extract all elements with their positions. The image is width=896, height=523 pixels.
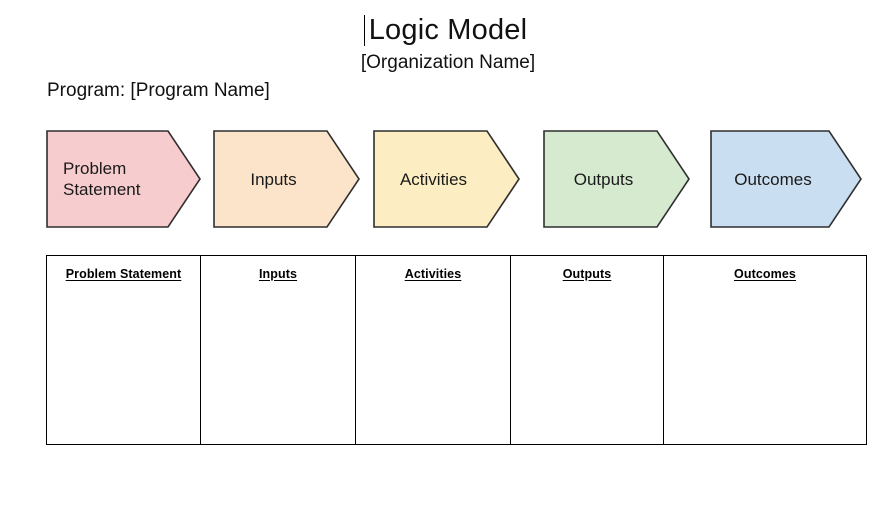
column-header-problem-statement: Problem Statement [46, 255, 201, 288]
chevron-inputs[interactable]: Inputs [213, 130, 360, 228]
table-body [46, 288, 867, 445]
chevron-polygon [213, 130, 360, 228]
chevron-activities[interactable]: Activities [373, 130, 520, 228]
chevron-outputs-shape [543, 130, 690, 228]
chevron-band: Problem Statement Inputs Activities Outp… [0, 130, 896, 228]
organization-name: [Organization Name] [360, 52, 536, 73]
cell-problem-statement[interactable] [46, 288, 201, 445]
chevron-polygon [373, 130, 520, 228]
column-header-outputs: Outputs [510, 255, 664, 288]
page-title: Logic Model [363, 12, 528, 48]
chevron-outcomes-shape [710, 130, 862, 228]
column-header-label: Inputs [258, 267, 298, 281]
column-header-label: Activities [404, 267, 462, 281]
page-title-text: Logic Model [368, 14, 528, 46]
column-header-label: Outcomes [734, 267, 796, 281]
cell-outcomes[interactable] [663, 288, 867, 445]
chevron-activities-shape [373, 130, 520, 228]
column-header-inputs: Inputs [200, 255, 356, 288]
cell-outputs[interactable] [510, 288, 664, 445]
text-caret [363, 15, 365, 46]
program-name-line: Program: [Program Name] [47, 80, 270, 101]
table-header-row: Problem Statement Inputs Activities Outp… [46, 255, 867, 288]
chevron-problem-statement-shape [46, 130, 201, 228]
cell-activities[interactable] [355, 288, 511, 445]
cell-inputs[interactable] [200, 288, 356, 445]
chevron-outputs[interactable]: Outputs [543, 130, 690, 228]
chevron-polygon [46, 130, 201, 228]
table-row [46, 288, 867, 445]
chevron-problem-statement[interactable]: Problem Statement [46, 130, 201, 228]
title-block: Logic Model [Organization Name] [0, 12, 896, 76]
chevron-polygon [543, 130, 690, 228]
column-header-activities: Activities [355, 255, 511, 288]
table-row: Problem Statement Inputs Activities Outp… [46, 255, 867, 288]
column-header-outcomes: Outcomes [663, 255, 867, 288]
column-header-label: Outputs [562, 267, 612, 281]
column-header-label: Problem Statement [65, 267, 182, 281]
chevron-polygon [710, 130, 862, 228]
logic-model-table: Problem Statement Inputs Activities Outp… [46, 255, 867, 445]
chevron-inputs-shape [213, 130, 360, 228]
chevron-outcomes[interactable]: Outcomes [710, 130, 862, 228]
